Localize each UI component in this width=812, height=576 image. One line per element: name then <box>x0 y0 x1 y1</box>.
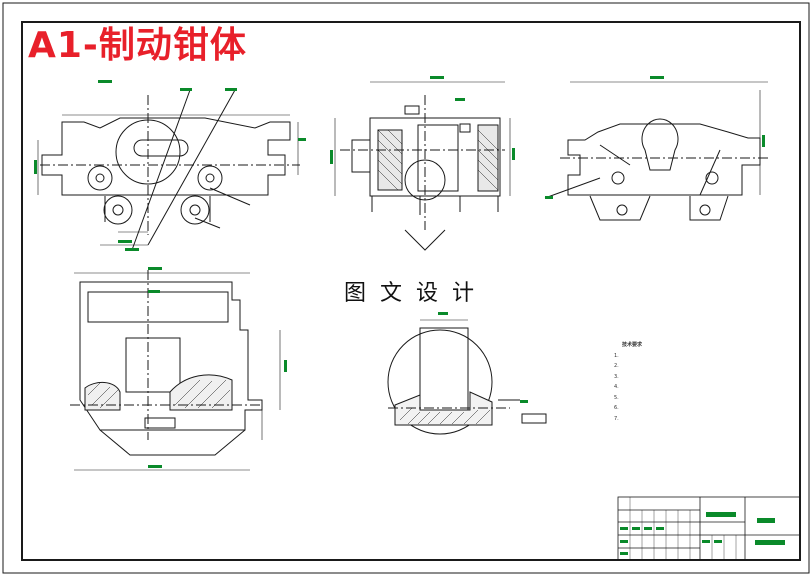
detail-view <box>387 319 547 435</box>
front-view <box>37 89 300 251</box>
technical-note-7: 7. <box>614 415 619 422</box>
technical-note-3: 3. <box>614 373 619 380</box>
title-block-green-cells <box>620 512 785 555</box>
top-view-hatch <box>87 379 231 409</box>
technical-note-5: 5. <box>614 394 619 401</box>
technical-note-6: 6. <box>614 405 619 411</box>
drawing-title: A1-制动钳体 <box>28 25 247 66</box>
side-section-view <box>334 81 511 251</box>
detail-hatch <box>399 407 491 425</box>
technical-note-2: 2. <box>614 363 619 369</box>
top-view <box>70 270 281 471</box>
inner-border <box>21 21 801 561</box>
title-block <box>617 496 801 561</box>
section-hatch <box>377 129 499 191</box>
technical-notes: 技术要求 1. 2. 3. 4. 5. 6. 7. <box>614 340 764 424</box>
watermark-text: 图文设计 <box>340 275 493 307</box>
technical-note-1: 1. <box>614 352 619 359</box>
dimension-label-marks <box>34 76 765 468</box>
rear-view <box>544 81 768 221</box>
technical-notes-heading: 技术要求 <box>622 342 643 348</box>
technical-note-4: 4. <box>614 384 619 390</box>
